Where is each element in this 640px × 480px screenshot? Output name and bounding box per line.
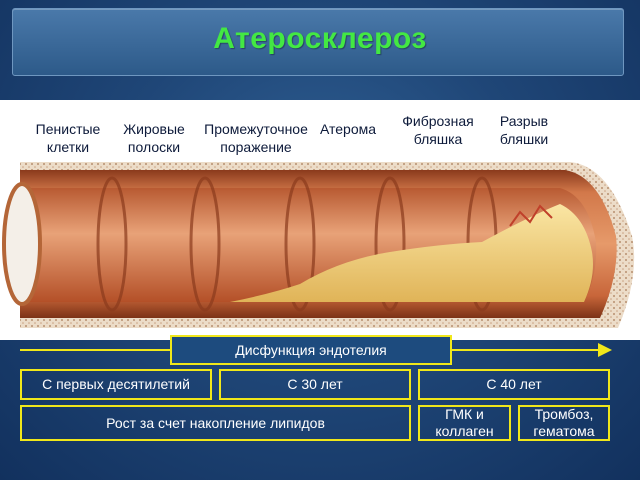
age-box-first-decades: С первых десятилетий xyxy=(20,369,212,400)
endothelial-dysfunction-box: Дисфункция эндотелия xyxy=(170,335,452,365)
age-box-40: С 40 лет xyxy=(418,369,610,400)
stage-label-fibrous-plaque: Фиброзная бляшка xyxy=(402,113,474,147)
stage-label-foam-cells: Пенистые клетки xyxy=(35,121,101,155)
smc-collagen-box: ГМК и коллаген xyxy=(418,405,511,441)
segment-divider xyxy=(96,176,128,312)
vessel-opening xyxy=(2,182,42,306)
artery-diagram: Пенистые клетки Жировые полоски Промежут… xyxy=(0,100,640,340)
age-box-30: С 30 лет xyxy=(219,369,411,400)
segment-divider xyxy=(374,176,406,312)
artery-illustration xyxy=(2,162,635,328)
stage-label-fatty-streaks: Жировые полоски xyxy=(123,121,185,155)
stage-label-plaque-rupture: Разрыв бляшки xyxy=(499,113,549,147)
lipid-growth-box: Рост за счет накопление липидов xyxy=(20,405,411,441)
plaque-rupture-mark xyxy=(509,204,553,227)
segment-divider xyxy=(284,176,316,312)
stage-label-atheroma: Атерома xyxy=(319,121,377,137)
plaque-buildup xyxy=(230,204,593,302)
segment-divider xyxy=(189,176,221,312)
slide-title: Атеросклероз xyxy=(213,22,427,55)
stage-label-intermediate-lesion: Промежуточное поражение xyxy=(204,121,308,155)
thrombosis-box: Тромбоз, гематома xyxy=(518,405,610,441)
title-banner xyxy=(12,8,624,76)
